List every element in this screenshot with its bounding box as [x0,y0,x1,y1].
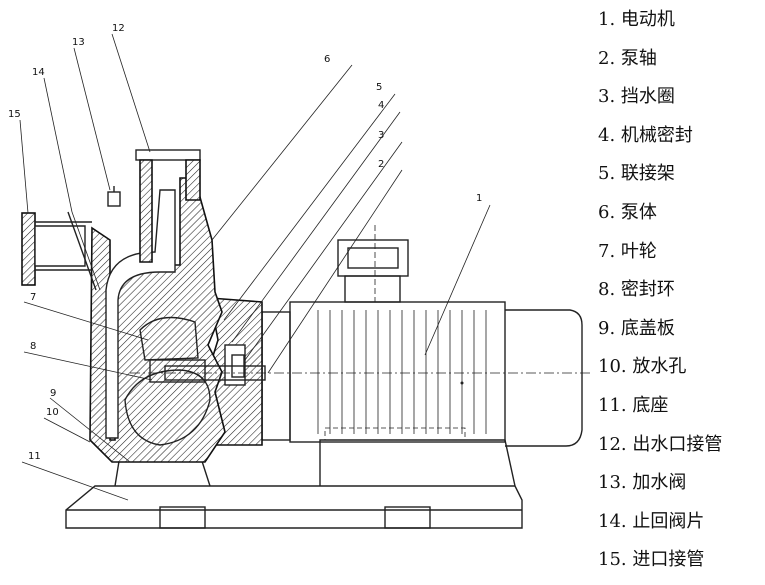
callout-8: 8 [30,341,36,352]
legend-item: 12. 出水口接管 [598,433,723,455]
outlet-pipe [135,149,201,263]
callout-6: 6 [324,54,330,65]
inlet-pipe [21,211,101,291]
callout-4: 4 [378,100,384,111]
callout-10: 10 [46,407,59,418]
legend-item: 13. 加水阀 [598,472,687,494]
shaft-centerline [130,365,590,381]
callout-1: 1 [476,193,482,204]
callout-labels: 1 2 3 4 5 6 7 8 9 10 11 12 13 14 15 [8,23,482,462]
callout-9: 9 [50,388,56,399]
legend-item: 6. 泵体 [598,201,657,223]
callout-11: 11 [28,451,41,462]
fill-valve [107,186,121,207]
legend-item: 10. 放水孔 [598,356,687,378]
legend-item: 15. 进口接管 [598,549,705,571]
callout-7: 7 [30,292,36,303]
legend-item: 1. 电动机 [598,9,675,30]
leader-lines [19,33,491,501]
pump-cross-section-diagram: 1 2 3 4 5 6 7 8 9 10 11 12 13 14 15 [8,23,590,529]
legend-item: 7. 叶轮 [598,240,657,262]
callout-5: 5 [376,82,382,93]
callout-12: 12 [112,23,125,34]
legend-item: 14. 止回阀片 [598,510,705,532]
pump-body [89,177,226,463]
parts-legend: 1. 电动机 2. 泵轴 3. 挡水圈 4. 机械密封 5. 联接架 6. 泵体… [598,6,763,585]
legend-item: 3. 挡水圈 [598,86,675,108]
legend-item: 9. 底盖板 [598,317,675,339]
callout-2: 2 [378,159,384,170]
callout-15: 15 [8,109,21,120]
legend-item: 5. 联接架 [598,163,675,185]
legend-item: 4. 机械密封 [598,124,693,146]
legend-item: 11. 底座 [598,394,669,416]
legend-item: 8. 密封环 [598,279,675,301]
legend-item: 2. 泵轴 [598,47,657,69]
callout-14: 14 [32,67,45,78]
callout-13: 13 [72,37,85,48]
callout-3: 3 [378,130,384,141]
motor [261,225,583,447]
motor-fins [317,310,487,434]
